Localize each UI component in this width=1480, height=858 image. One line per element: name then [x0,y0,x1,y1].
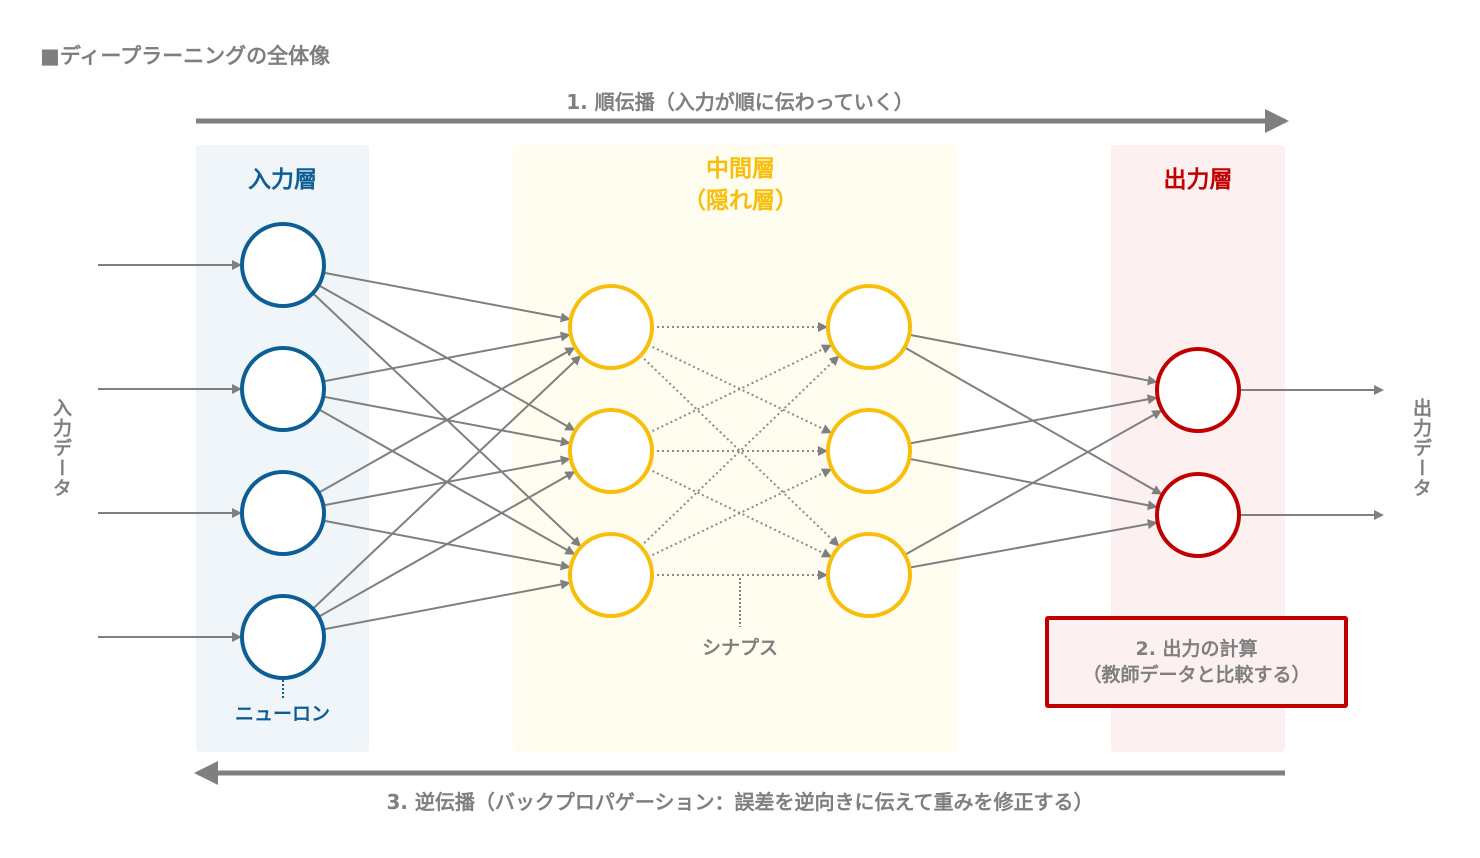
synapse-connection [323,331,571,383]
synapse-connection [639,354,840,547]
hidden-layer-label: 中間層 （隠れ層） [513,153,968,217]
hidden1-neuron [568,284,654,370]
synapse-connection [904,410,1163,556]
input-data-label: 入力データ [50,398,72,498]
synapse-connection [647,344,833,435]
input-neuron [240,594,326,680]
hidden-layer-label-line1: 中間層 [706,156,775,182]
page-title: ■ディープラーニングの全体像 [40,44,331,68]
hidden2-neuron [826,532,912,618]
hidden2-neuron [826,284,912,370]
output-calculation-box: 2. 出力の計算 （教師データと比較する） [1045,616,1348,708]
backpropagation-label: 3. 逆伝播（バックプロパゲーション：誤差を逆向きに伝えて重みを修正する） [386,790,1094,814]
output-data-label: 出力データ [1410,398,1432,498]
input-layer-panel [196,145,369,752]
forward-propagation-label: 1. 順伝播（入力が順に伝わっていく） [566,90,914,114]
hidden1-neuron [568,408,654,494]
output-box-line1: 2. 出力の計算 [1135,638,1258,660]
synapse-connection [647,468,833,559]
synapse-connection [909,394,1158,445]
synapse-connection [909,519,1158,569]
output-layer-panel [1111,145,1285,752]
synapse-connection [323,271,571,323]
input-neuron [240,346,326,432]
output-neuron [1155,472,1241,558]
hidden-layer-label-line2: （隠れ層） [683,188,798,214]
neuron-label: ニューロン [234,703,330,725]
synapse-connection [318,471,576,618]
synapse-connection [909,333,1158,386]
output-layer-label: 出力層 [1163,167,1233,193]
synapse-connection [312,355,582,610]
output-neuron [1155,347,1241,433]
hidden1-neuron [568,532,654,618]
input-neuron [240,470,326,556]
synapse-connection [323,579,571,631]
input-neuron [240,222,326,308]
synapse-connection [318,347,576,494]
synapse-label: シナプス [701,637,778,659]
input-layer-label: 入力層 [248,167,317,193]
hidden2-neuron [826,408,912,494]
output-box-line2: （教師データと比較する） [1082,664,1311,686]
synapse-connection [639,355,840,548]
